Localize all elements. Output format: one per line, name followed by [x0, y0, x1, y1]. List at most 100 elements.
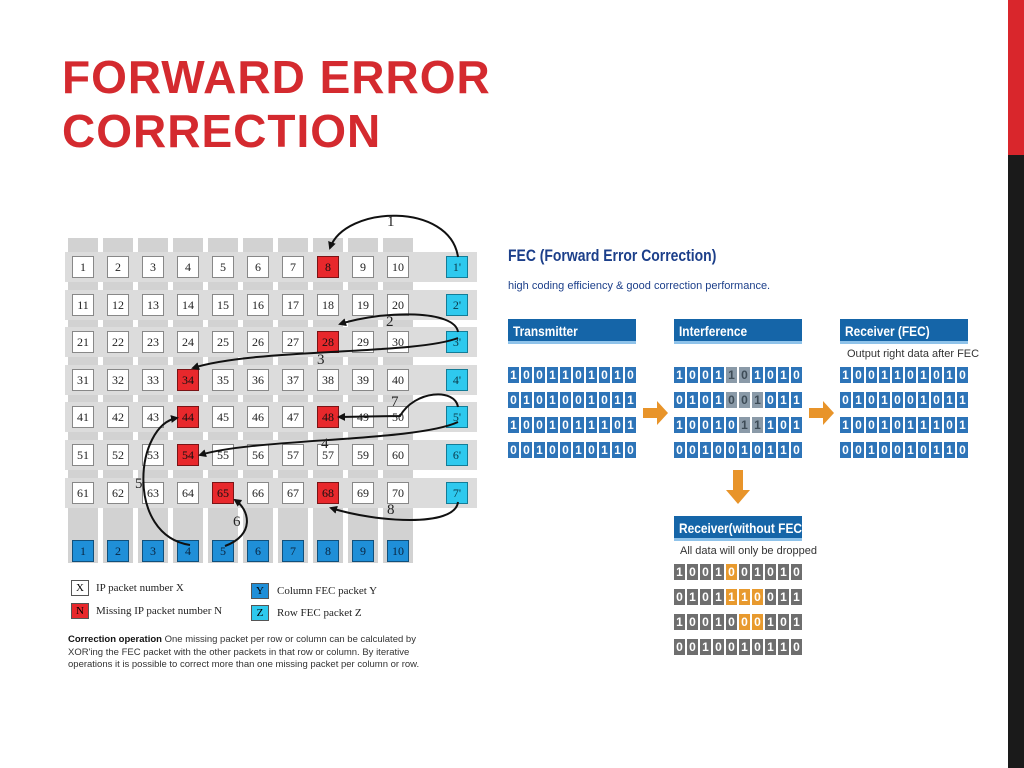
arrow-label-7: 7 [391, 394, 399, 410]
ip-packet: 1 [72, 256, 94, 278]
ip-packet: 62 [107, 482, 129, 504]
arrow-label-4: 4 [321, 436, 329, 452]
data-bit: 1 [791, 417, 802, 433]
column-fec-packet: 7 [282, 540, 304, 562]
ip-packet: 2 [107, 256, 129, 278]
ip-packet: 36 [247, 369, 269, 391]
ip-packet: 24 [177, 331, 199, 353]
arrow-2 [338, 313, 459, 333]
data-bit: 1 [586, 367, 597, 383]
ip-packet: 23 [142, 331, 164, 353]
correction-heading: Correction operation [68, 634, 162, 645]
data-bit: 0 [687, 442, 698, 458]
ip-packet: 25 [212, 331, 234, 353]
data-bit: 0 [573, 392, 584, 408]
data-bit: 1 [674, 367, 685, 383]
data-bit: 0 [905, 392, 916, 408]
data-bit: 1 [739, 639, 750, 655]
missing-ip-packet: 68 [317, 482, 339, 504]
data-bit: 0 [599, 367, 610, 383]
ip-packet: 31 [72, 369, 94, 391]
ip-packet: 29 [352, 331, 374, 353]
legend-row-label: Row FEC packet Z [277, 607, 362, 619]
arrow-1 [328, 214, 459, 258]
column-fec-packet: 8 [317, 540, 339, 562]
data-bit: 0 [944, 417, 955, 433]
slide-title-line1: FORWARD ERROR [62, 51, 491, 103]
data-bit: 0 [905, 367, 916, 383]
data-bit: 1 [521, 392, 532, 408]
data-bit: 0 [560, 392, 571, 408]
correction-arrows [142, 214, 459, 547]
data-bit: 0 [700, 614, 711, 630]
ip-packet: 4 [177, 256, 199, 278]
arrow-label-8: 8 [387, 502, 395, 518]
arrow-down-icon [726, 470, 750, 504]
ip-packet: 39 [352, 369, 374, 391]
data-bit: 1 [508, 417, 519, 433]
legend-ip-label: IP packet number X [96, 582, 184, 594]
data-bit: 0 [612, 417, 623, 433]
arrow-right-icon [643, 401, 668, 425]
data-bit: 0 [866, 367, 877, 383]
data-bit: 1 [625, 392, 636, 408]
data-bit: 1 [726, 367, 737, 383]
data-bit: 1 [791, 614, 802, 630]
ip-packet: 64 [177, 482, 199, 504]
arrow-label-2: 2 [386, 314, 394, 330]
data-bit: 1 [892, 367, 903, 383]
data-bit: 1 [931, 417, 942, 433]
data-bit: 1 [765, 614, 776, 630]
data-bit: 1 [752, 392, 763, 408]
data-bit: 1 [713, 392, 724, 408]
ip-packet: 11 [72, 294, 94, 316]
data-bit: 0 [573, 367, 584, 383]
missing-ip-packet: 44 [177, 406, 199, 428]
ip-packet: 27 [282, 331, 304, 353]
data-bit: 1 [547, 417, 558, 433]
arrow-8 [329, 501, 459, 521]
ip-packet: 57 [282, 444, 304, 466]
ip-packet: 19 [352, 294, 374, 316]
data-bit: 1 [905, 417, 916, 433]
data-bit: 1 [791, 589, 802, 605]
ip-packet: 47 [282, 406, 304, 428]
missing-ip-packet: 8 [317, 256, 339, 278]
correction-body: One missing packet per row or column can… [68, 634, 420, 670]
ip-packet: 6 [247, 256, 269, 278]
data-bit: 0 [791, 639, 802, 655]
arrow-label-6: 6 [233, 514, 241, 530]
data-bit: 1 [778, 639, 789, 655]
data-bit: 0 [700, 589, 711, 605]
data-bit: 0 [931, 392, 942, 408]
fec-flow-figure: FEC (Forward Error Correction) high codi… [500, 240, 980, 670]
arrow-3 [191, 337, 459, 370]
data-bit: 0 [674, 442, 685, 458]
data-bit: 0 [765, 589, 776, 605]
ip-packet: 35 [212, 369, 234, 391]
data-bit: 0 [700, 417, 711, 433]
data-bit: 1 [944, 392, 955, 408]
data-bit: 1 [534, 442, 545, 458]
ip-packet: 21 [72, 331, 94, 353]
data-bit: 0 [625, 367, 636, 383]
ip-packet: 45 [212, 406, 234, 428]
ip-packet: 40 [387, 369, 409, 391]
data-bit: 1 [944, 367, 955, 383]
data-bit: 1 [625, 417, 636, 433]
data-bit: 0 [726, 564, 737, 580]
data-bit: 0 [840, 442, 851, 458]
ip-packet: 60 [387, 444, 409, 466]
accent-bar-red [1008, 0, 1024, 155]
data-bit: 1 [599, 417, 610, 433]
ip-packet: 38 [317, 369, 339, 391]
ip-packet: 57 [317, 444, 339, 466]
column-fec-packet: 3 [142, 540, 164, 562]
data-bit: 0 [752, 589, 763, 605]
slide-title-line2: CORRECTION [62, 105, 382, 157]
data-bit: 0 [521, 442, 532, 458]
data-bit: 0 [752, 614, 763, 630]
data-bit: 0 [674, 639, 685, 655]
missing-ip-packet: 34 [177, 369, 199, 391]
